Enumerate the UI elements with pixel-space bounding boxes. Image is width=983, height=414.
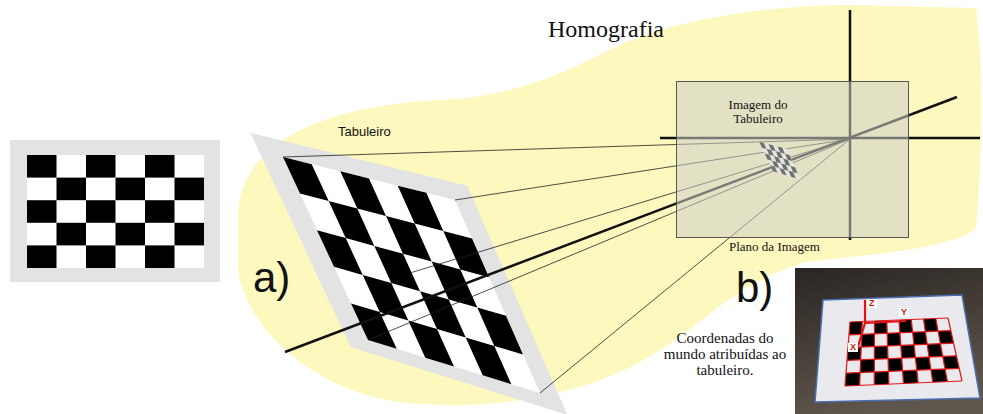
- label-holder: Coordenadas do mundo atribuídas ao tabul…: [660, 331, 790, 378]
- checker-square: [27, 200, 57, 223]
- diagram-title: Homografia: [548, 16, 664, 43]
- label-holder: b): [736, 267, 773, 309]
- title-holder: Homografia: [548, 16, 664, 43]
- corner-grid: [847, 356, 956, 361]
- corner-grid: [911, 320, 918, 383]
- homography-region: [238, 5, 981, 405]
- board-label: Tabuleiro: [338, 125, 391, 139]
- corner-grid: [948, 318, 962, 381]
- corner-grid: [849, 331, 951, 335]
- node-caption: Plano da Imagem: [729, 240, 820, 254]
- checker-square: [86, 200, 116, 223]
- corner-grid: [848, 343, 954, 347]
- axis-label: Y: [899, 308, 909, 317]
- checker-square: [145, 155, 175, 178]
- checker-square: [861, 334, 874, 347]
- checker-square: [915, 357, 931, 370]
- checker-square: [145, 200, 175, 223]
- checker-square: [283, 157, 329, 201]
- label-holder: Z: [867, 299, 877, 308]
- board-ground: [283, 157, 540, 393]
- checker-square: [888, 358, 903, 371]
- checker-square: [175, 178, 205, 201]
- corner-grid: [899, 320, 904, 384]
- checker-square: [86, 155, 116, 178]
- label-holder: X: [848, 343, 858, 352]
- checker-square: [145, 245, 175, 268]
- panel-letter: b): [736, 267, 773, 309]
- checker-square: [408, 320, 454, 366]
- checker-square: [317, 230, 363, 275]
- board-frame: [250, 133, 567, 414]
- corner-grid: [924, 319, 933, 382]
- checker-square: [913, 332, 928, 345]
- corner-grid: [887, 321, 889, 385]
- flat-checkerboard: [27, 155, 204, 268]
- photo-board: [815, 295, 980, 402]
- checker-square: [175, 223, 205, 246]
- image-plane: Imagem do TabuleiroPlano da Imagem: [676, 81, 909, 238]
- axis-label: Z: [867, 299, 877, 308]
- checker-square: [351, 303, 397, 348]
- checkerboard-frame: [10, 140, 220, 282]
- checker-square: [116, 223, 146, 246]
- corner-grid: [845, 322, 850, 386]
- checker-square: [849, 322, 862, 335]
- corner-grid: [874, 321, 875, 385]
- checker-square: [57, 223, 87, 246]
- checker-square: [901, 345, 916, 358]
- checker-square: [874, 346, 888, 359]
- checker-square: [116, 178, 146, 201]
- checker-square: [887, 333, 901, 346]
- corner-grid: [845, 381, 962, 386]
- checker-square: [903, 370, 919, 383]
- label-holder: Tabuleiro: [338, 125, 391, 139]
- checker-square: [27, 245, 57, 268]
- corner-grid: [846, 368, 959, 373]
- checker-square: [27, 155, 57, 178]
- checker-square: [860, 359, 874, 372]
- photo-checkerboard: [845, 318, 962, 386]
- checker-square: [466, 337, 512, 384]
- photo-caption: Coordenadas do mundo atribuídas ao tabul…: [660, 331, 790, 378]
- panel-letter: a): [253, 257, 290, 299]
- checker-square: [845, 373, 860, 386]
- checker-square: [874, 371, 889, 384]
- label-holder: a): [253, 257, 290, 299]
- node-heading: Imagem do Tabuleiro: [713, 98, 803, 125]
- tilted-checkerboard: [250, 133, 567, 414]
- label-holder: Y: [899, 308, 909, 317]
- checkerboard-ground: [27, 155, 204, 268]
- corner-grid: [936, 319, 948, 382]
- photo-background: [795, 268, 983, 414]
- checker-square: [57, 178, 87, 201]
- axis-label: X: [848, 343, 858, 352]
- checker-square: [86, 245, 116, 268]
